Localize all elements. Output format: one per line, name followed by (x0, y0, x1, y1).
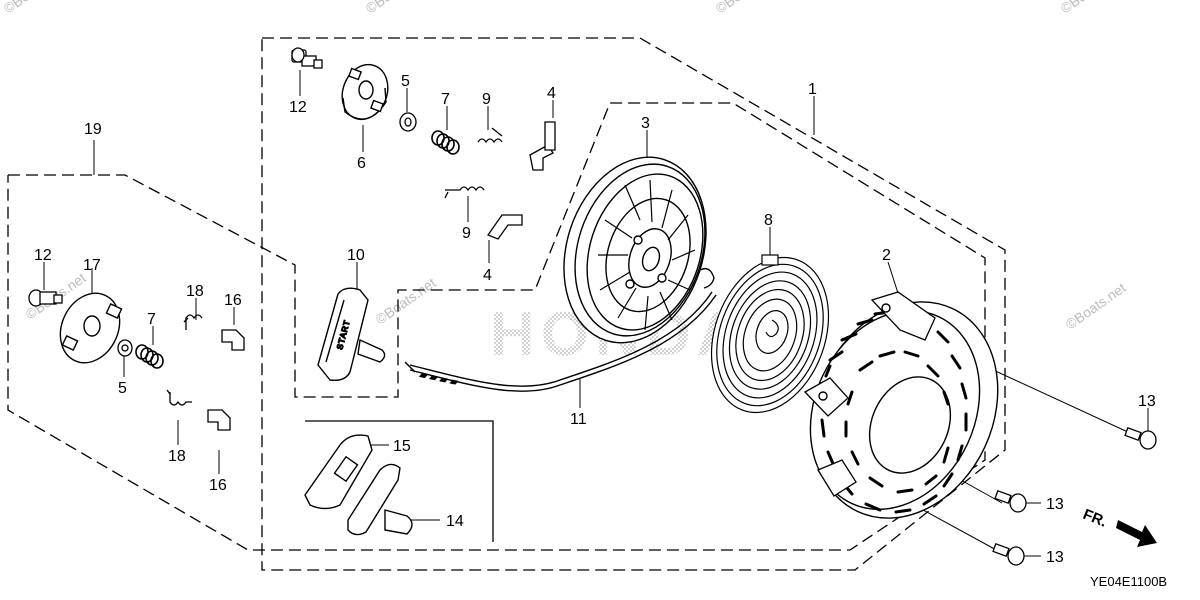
callout-2: 2 (882, 247, 891, 264)
assembly-frames (7, 37, 1006, 571)
callout-12: 12 (34, 247, 52, 264)
frame-handle-set (305, 420, 494, 542)
callout-labels: 1 2 3 4 4 5 5 6 7 7 8 9 9 10 11 12 12 13… (34, 73, 1156, 566)
callout-1: 1 (808, 81, 817, 98)
watermark: ©Boats.net (373, 274, 439, 327)
part-7-spring-set (135, 344, 164, 369)
callout-11: 11 (570, 411, 587, 428)
part-7-friction-spring (431, 130, 460, 155)
callout-8: 8 (764, 212, 773, 229)
callout-18: 18 (168, 448, 186, 465)
part-14-handle-grip (347, 463, 413, 536)
part-17-ratchet (59, 292, 123, 364)
callout-19: 19 (84, 121, 102, 138)
bolt-13-b (994, 490, 1027, 513)
part-8-recoil-spring (710, 254, 830, 414)
callout-18: 18 (186, 283, 204, 300)
watermark: ©Boats.net (363, 0, 429, 16)
part-12-flange-bolt (291, 47, 323, 69)
watermark: ©Boats.net (713, 0, 779, 16)
part-9-ratchet-spring (444, 127, 503, 199)
part-6-ratchet (341, 63, 389, 121)
bolt-13-c (992, 543, 1025, 566)
callout-9: 9 (482, 91, 491, 108)
part-4-rope-guide (486, 121, 556, 240)
bolt-13-a (1124, 427, 1157, 450)
callout-4: 4 (483, 267, 492, 284)
callout-12: 12 (289, 99, 307, 116)
watermark: ©Boats.net (1, 0, 67, 16)
callout-3: 3 (641, 115, 650, 132)
callout-7: 7 (441, 91, 450, 108)
callout-15: 15 (393, 438, 411, 455)
part-18-ratchet-spring (166, 314, 203, 406)
part-10-starter-handle: START (317, 287, 386, 382)
front-direction-indicator: FR. (1081, 506, 1157, 547)
callout-10: 10 (347, 247, 365, 264)
part-5-washer-set (117, 339, 133, 357)
callout-5: 5 (401, 73, 410, 90)
watermark: ©Boats.net (1063, 279, 1129, 332)
part-2-starter-case (803, 291, 999, 519)
diagram-code: YE04E1100B (1090, 574, 1167, 589)
callout-4: 4 (547, 85, 556, 102)
callout-6: 6 (357, 155, 366, 172)
callout-13: 13 (1046, 549, 1064, 566)
callout-16: 16 (209, 477, 227, 494)
callout-13: 13 (1138, 393, 1156, 410)
callout-7: 7 (147, 311, 156, 328)
part-5-washer (399, 112, 417, 132)
callout-17: 17 (83, 257, 101, 274)
part-3-recoil-reel (563, 156, 715, 344)
callout-14: 14 (446, 513, 464, 530)
part-16-rope-guide (207, 329, 245, 431)
part-13-flange-bolts (992, 427, 1157, 566)
callout-9: 9 (462, 225, 471, 242)
part-12-flange-bolt-set (28, 289, 63, 307)
part-15-handle-case (304, 434, 373, 510)
callout-16: 16 (224, 292, 242, 309)
frame-assembly-19 (7, 102, 986, 551)
callout-5: 5 (118, 380, 127, 397)
frame-assembly-1 (261, 37, 1006, 571)
callout-13: 13 (1046, 496, 1064, 513)
watermark: ©Boats.net (1058, 0, 1124, 16)
front-arrow-icon (1116, 520, 1157, 547)
front-direction-label: FR. (1081, 506, 1110, 531)
